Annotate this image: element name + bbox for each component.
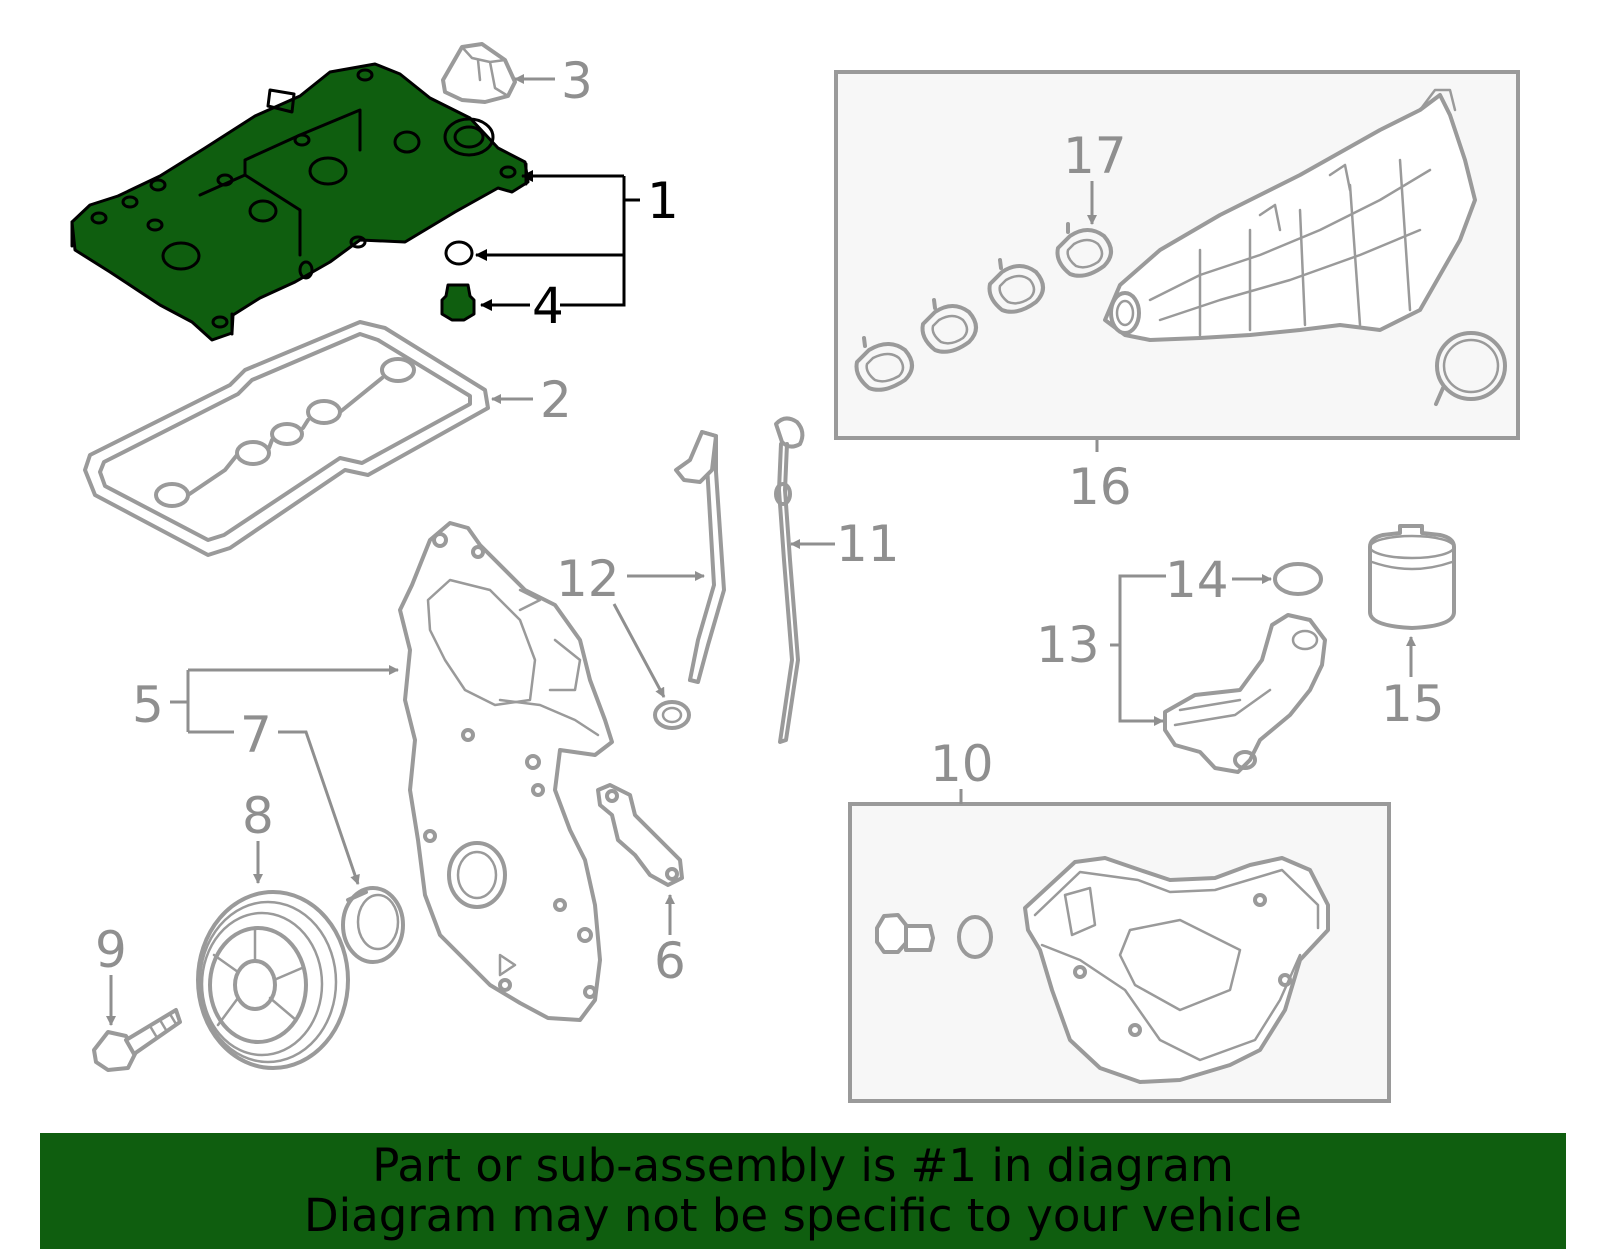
callout-14: 14 — [1165, 551, 1229, 609]
callout-10: 10 — [930, 735, 994, 793]
leader-12b — [612, 603, 666, 698]
callout-15: 15 — [1381, 675, 1445, 733]
cap-part-3[interactable] — [441, 42, 517, 104]
callout-3: 3 — [561, 52, 593, 110]
callout-13: 13 — [1036, 616, 1100, 674]
timing-cover-part-5[interactable] — [398, 521, 614, 1022]
valve-cover-part-1[interactable] — [70, 62, 530, 342]
dipstick-tube-part-12[interactable] — [674, 430, 726, 684]
pcv-valve — [440, 283, 476, 322]
leader-7 — [188, 730, 358, 884]
intake-manifold-part-16[interactable] — [1103, 88, 1477, 342]
drain-plug-washer — [957, 915, 993, 959]
callout-4: 4 — [532, 277, 564, 335]
callout-9: 9 — [95, 921, 127, 979]
o-ring-part-14[interactable] — [1273, 562, 1323, 596]
valve-cover-tab — [266, 88, 296, 114]
front-seal-part-7[interactable] — [341, 886, 405, 964]
callout-2: 2 — [540, 371, 572, 429]
dipstick-tube-bracket — [674, 430, 718, 484]
banner-line-2: Diagram may not be specific to your vehi… — [304, 1189, 1302, 1242]
callout-11: 11 — [836, 515, 900, 573]
dipstick-seal — [653, 700, 691, 730]
bracket-part-6[interactable] — [596, 783, 684, 887]
oil-filter-part-15[interactable] — [1368, 524, 1456, 630]
dipstick-part-11[interactable] — [774, 416, 805, 744]
leader-13-bracket — [1118, 574, 1166, 726]
gasket-outer — [83, 320, 490, 557]
gasket-inner — [98, 332, 472, 542]
timing-cover-body — [398, 521, 614, 1022]
timing-cover-window — [426, 578, 537, 707]
callout-12: 12 — [556, 550, 620, 608]
callout-6: 6 — [654, 932, 686, 990]
info-banner: Part or sub-assembly is #1 in diagram Di… — [40, 1133, 1566, 1249]
gasket-part-2[interactable] — [83, 320, 490, 557]
drain-plug — [875, 913, 935, 954]
manifold-body — [1103, 93, 1477, 342]
pulley-bolt-part-9[interactable] — [92, 1008, 182, 1072]
manifold-gasket-ring — [1434, 331, 1507, 406]
oil-pan-body — [1023, 856, 1330, 1084]
callout-16: 16 — [1068, 458, 1132, 516]
oil-filler-port — [443, 117, 495, 157]
leader-5-bracket — [170, 670, 190, 732]
leader-1-bracket — [560, 255, 626, 307]
crank-pulley-part-8[interactable] — [196, 890, 350, 1070]
banner-line-1: Part or sub-assembly is #1 in diagram — [372, 1139, 1234, 1192]
callout-8: 8 — [242, 787, 274, 845]
callout-1: 1 — [647, 172, 679, 230]
callout-5: 5 — [132, 676, 164, 734]
pcv-valve-part-4[interactable] — [440, 240, 476, 322]
intake-gasket-part-17[interactable] — [854, 222, 1113, 392]
filter-housing-part-13[interactable] — [1163, 613, 1327, 774]
callout-7: 7 — [240, 706, 272, 764]
callout-17: 17 — [1063, 127, 1127, 185]
throttle-port — [1109, 291, 1141, 335]
pcv-o-ring — [444, 240, 474, 266]
oil-pan-part-10[interactable] — [1023, 856, 1330, 1084]
